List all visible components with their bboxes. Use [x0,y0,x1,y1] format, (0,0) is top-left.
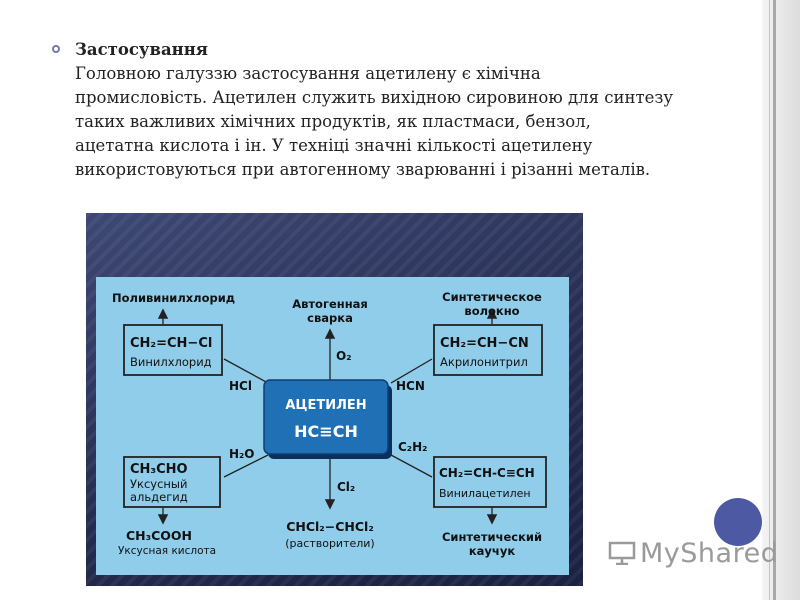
acetic-acid-formula: CH₃COOH [126,528,192,543]
vinylacetylene-formula: CH₂=CH-C≡CH [439,466,535,480]
scheme-image: Поливинилхлорид Автогенная сварка Синтет… [86,213,583,586]
center-formula: HC≡CH [294,422,358,441]
label-welding-1: Автогенная [292,297,368,311]
reagent-hcl: HCl [229,379,252,393]
slide-right-thin-line [769,0,770,600]
reagent-o2: O₂ [336,349,351,363]
box-acetaldehyde [123,456,221,508]
rubber-label-1: Синтетический [442,530,542,544]
acetaldehyde-formula: CH₃CHO [130,462,188,477]
slide-right-border [762,0,800,600]
acetylene-scheme: Поливинилхлорид Автогенная сварка Синтет… [96,277,569,575]
reagent-c2h2: C₂H₂ [398,440,427,454]
reagent-cl2: Cl₂ [337,480,355,494]
bullet-circle-icon [52,45,60,53]
box-acrylonitrile [433,324,543,376]
line-to-acrylonitrile [390,358,433,384]
box-vinylchloride [123,324,223,376]
slide-text: Застосування Головною галуззю застосуван… [75,38,675,182]
slide-body: Головною галуззю застосування ацетилену … [75,64,674,179]
acrylonitrile-formula: CH₂=CH−CN [440,336,529,351]
presentation-icon [608,541,636,566]
reagent-hcn: HCN [396,379,425,393]
solvent-formula: CHCl₂−CHCl₂ [286,519,374,534]
solvent-name: (растворители) [285,537,374,550]
label-fiber-2: волокно [464,304,519,318]
label-welding-2: сварка [307,311,353,325]
logo-text: MyShared [640,537,779,569]
box-vinylacetylene [433,456,547,508]
slide-right-line [773,0,776,600]
myshared-logo: MyShared [608,536,778,570]
center-box-acetylene [263,379,389,455]
vinylacetylene-name: Винилацетилен [439,487,531,500]
center-title: АЦЕТИЛЕН [285,398,366,413]
label-fiber-1: Синтетическое [442,290,542,304]
acetic-acid-name: Уксусная кислота [118,545,216,557]
line-to-vinylacetylene [390,454,433,478]
reagent-h2o: H₂O [229,447,255,461]
scheme-svg: Поливинилхлорид Автогенная сварка Синтет… [112,290,547,558]
line-to-vinylchloride [223,358,269,384]
acetaldehyde-name-2: альдегид [130,490,188,504]
vinylchloride-formula: CH₂=CH−Cl [130,336,212,351]
vinylchloride-name: Винилхлорид [130,355,212,369]
line-to-acetaldehyde [223,454,269,478]
acrylonitrile-name: Акрилонитрил [440,355,528,369]
acetaldehyde-name-1: Уксусный [130,477,187,491]
slide-heading: Застосування [75,40,208,59]
decorative-circle [714,498,762,546]
rubber-label-2: каучук [469,544,515,558]
label-pvc: Поливинилхлорид [112,291,235,305]
